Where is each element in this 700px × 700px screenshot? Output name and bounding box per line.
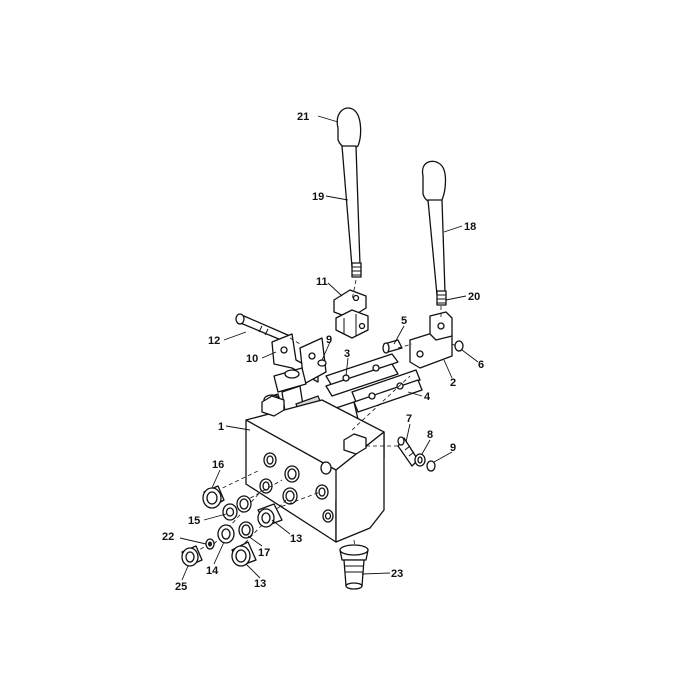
callout-13-upper: 13 [290,533,302,545]
callout-18: 18 [464,221,476,233]
callout-12: 12 [208,335,220,347]
callout-10: 10 [246,353,258,365]
callout-7: 7 [406,413,412,425]
valve-block-1 [245,395,385,543]
callout-19: 19 [312,191,324,203]
snap-ring-6 [454,340,464,352]
callout-16: 16 [212,459,224,471]
callout-21: 21 [297,111,309,123]
callout-8: 8 [427,429,433,441]
snap-ring-9-lower [426,460,436,472]
callout-9-upper: 9 [326,334,332,346]
lever-handle-right [421,160,447,306]
callout-13-lower: 13 [254,578,266,590]
fitting-15 [222,503,238,521]
callout-20: 20 [468,291,480,303]
bracket-2 [409,311,453,369]
link-3 [325,353,399,397]
o-ring-17 [236,495,254,539]
callout-15: 15 [188,515,200,527]
callout-1: 1 [218,421,224,433]
snap-ring-9-upper [317,359,327,367]
callout-14: 14 [206,565,219,577]
leader-lines [179,115,479,581]
callout-25: 25 [175,581,187,593]
fitting-22 [205,538,215,550]
callout-5: 5 [401,315,407,327]
fitting-13-upper [257,503,283,528]
callout-6: 6 [478,359,484,371]
fitting-25 [181,545,203,567]
fitting-14 [217,524,235,544]
callout-23: 23 [391,568,403,580]
callout-3: 3 [344,348,350,360]
clevis-11 [333,289,369,339]
callout-11: 11 [316,276,328,288]
fitting-16 [202,485,225,509]
callout-2: 2 [450,377,456,389]
callout-labels: 21 19 18 20 11 5 12 9 10 3 6 2 4 1 7 8 9… [162,111,484,593]
callout-17: 17 [258,547,270,559]
fitting-23 [339,544,369,590]
callout-9-lower: 9 [450,442,456,454]
fitting-13-lower [231,541,257,567]
callout-22: 22 [162,531,174,543]
callout-4: 4 [424,391,431,403]
pin-5 [382,339,403,354]
lever-handle-left [336,107,362,278]
